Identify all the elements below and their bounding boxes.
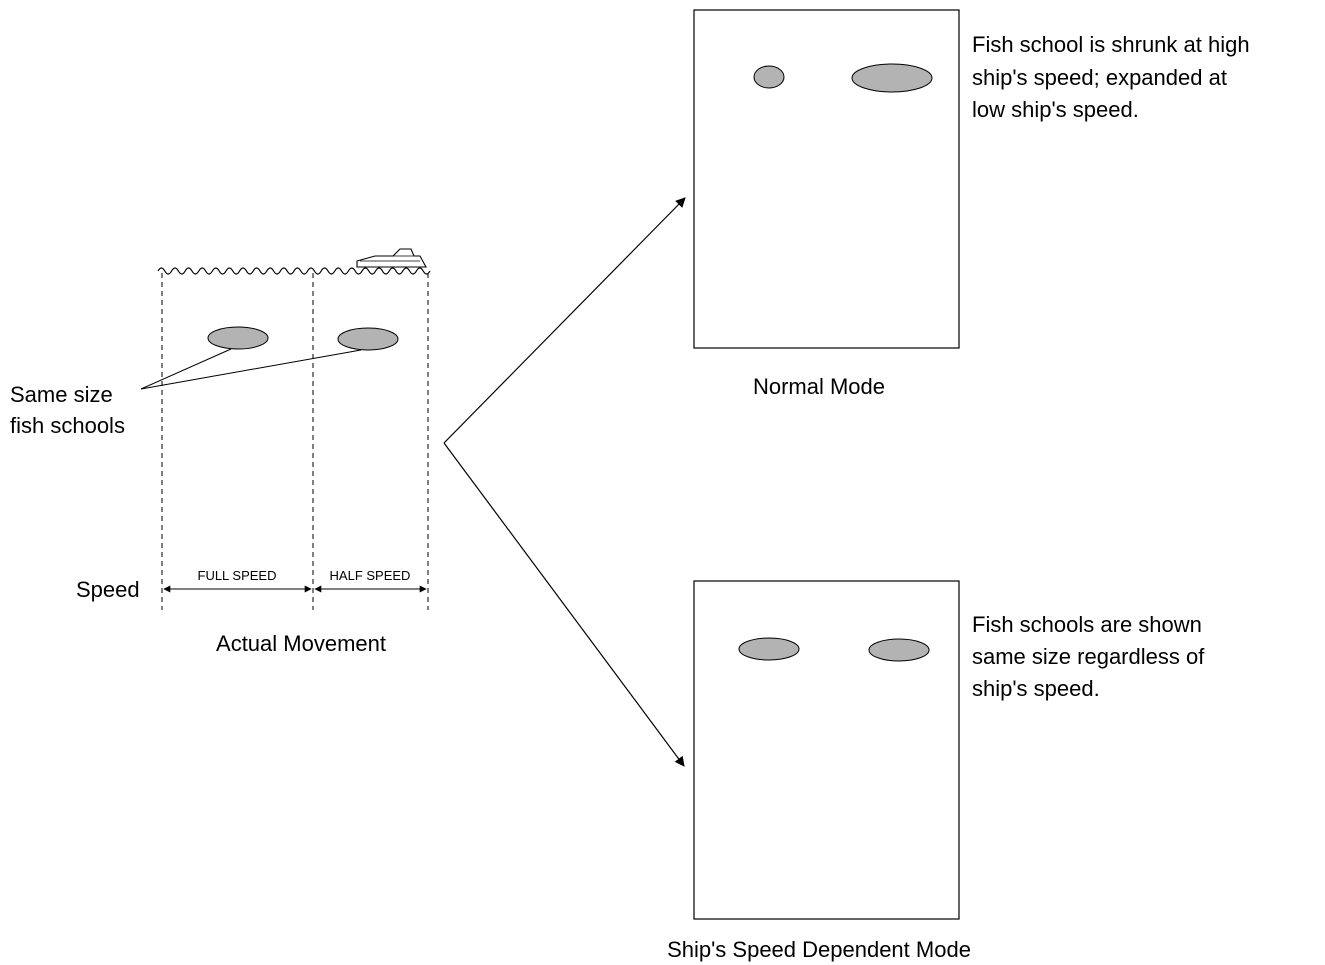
fish-school-half-speed xyxy=(337,327,399,351)
callout-label-line-1: Same size xyxy=(10,382,113,407)
fish-school-full-speed xyxy=(207,326,269,350)
normal-mode-note-line-3: low ship's speed. xyxy=(972,97,1139,122)
speed-dependent-mode-screen xyxy=(693,580,960,920)
speed-dependent-fish-school-2 xyxy=(868,638,930,662)
normal-mode-fish-school-small xyxy=(753,65,785,89)
sea-surface-wave xyxy=(157,267,431,275)
actual-movement-caption: Actual Movement xyxy=(216,631,386,656)
speed-dependent-fish-school-1 xyxy=(738,637,800,661)
boat-icon xyxy=(356,248,427,268)
callout-line-2 xyxy=(140,349,362,390)
speed-dependent-mode-panel: Fish schools are shown same size regardl… xyxy=(667,580,1205,962)
speed-dependent-note-line-1: Fish schools are shown xyxy=(972,612,1202,637)
actual-movement-panel: Same size fish schools FULL SPEED HALF S… xyxy=(10,248,431,656)
speed-label: Speed xyxy=(76,577,140,602)
callout-line-1 xyxy=(140,348,232,390)
arrow-to-speed-dependent-mode xyxy=(443,442,685,767)
normal-mode-screen xyxy=(693,9,960,349)
normal-mode-note-line-2: ship's speed; expanded at xyxy=(972,65,1227,90)
normal-mode-caption: Normal Mode xyxy=(753,374,885,399)
normal-mode-fish-school-large xyxy=(851,63,933,93)
callout-label-line-2: fish schools xyxy=(10,413,125,438)
normal-mode-panel: Fish school is shrunk at high ship's spe… xyxy=(693,9,1250,399)
speed-dependent-mode-caption: Ship's Speed Dependent Mode xyxy=(667,937,971,962)
mode-arrows xyxy=(443,197,686,767)
full-speed-label: FULL SPEED xyxy=(198,568,277,583)
arrow-to-normal-mode xyxy=(443,197,686,444)
half-speed-label: HALF SPEED xyxy=(330,568,411,583)
speed-dependent-note-line-2: same size regardless of xyxy=(972,644,1205,669)
normal-mode-note-line-1: Fish school is shrunk at high xyxy=(972,32,1250,57)
speed-dependent-note-line-3: ship's speed. xyxy=(972,676,1100,701)
